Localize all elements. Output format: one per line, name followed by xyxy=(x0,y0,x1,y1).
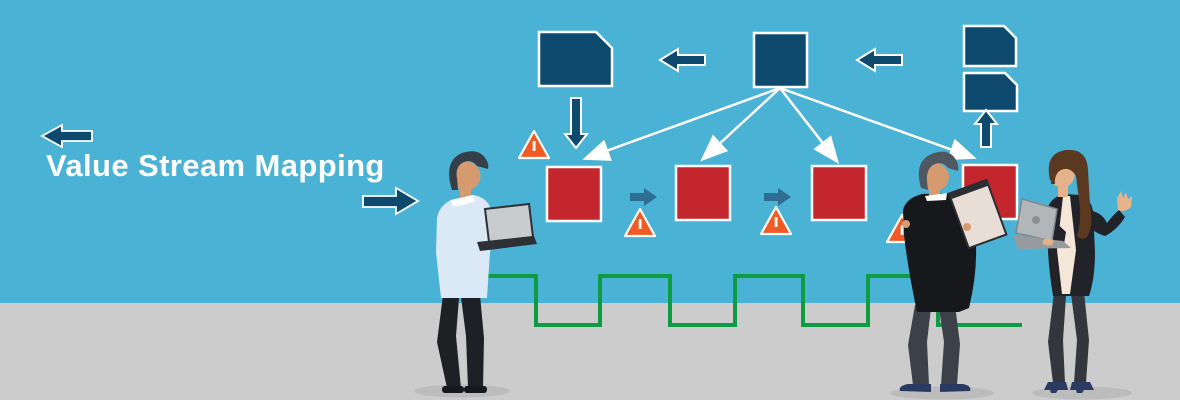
document-shape-icon xyxy=(537,30,614,88)
process-square-icon xyxy=(752,31,809,89)
document-shape-icon xyxy=(962,24,1018,68)
down-arrow-icon xyxy=(562,97,590,150)
man-holding-laptop xyxy=(436,151,537,393)
right-arrow-icon xyxy=(362,186,420,216)
warning-icon xyxy=(759,205,793,236)
warning-icon xyxy=(517,129,551,160)
left-arrow-icon xyxy=(855,47,903,73)
left-arrow-icon xyxy=(40,123,93,149)
connector-line xyxy=(700,87,781,162)
timeline-square-wave xyxy=(483,274,1022,327)
man-holding-clipboard xyxy=(899,151,1008,392)
laptop-icon xyxy=(483,202,535,244)
left-arrow-icon xyxy=(658,47,706,73)
gesturing-hand xyxy=(1117,191,1132,211)
up-arrow-icon xyxy=(972,108,1000,148)
flow-arrow-icon xyxy=(764,188,791,206)
woman-holding-laptop xyxy=(1013,149,1132,393)
connector-line xyxy=(779,87,840,164)
warning-icon xyxy=(623,207,657,238)
page-title: Value Stream Mapping xyxy=(46,148,385,183)
connector-line xyxy=(779,86,977,160)
document-shape-icon xyxy=(962,71,1019,113)
clipboard-icon xyxy=(947,178,1008,250)
process-box xyxy=(674,164,732,222)
flow-arrow-icon xyxy=(630,188,657,206)
process-box xyxy=(545,165,603,223)
connector-line xyxy=(582,86,781,161)
process-box xyxy=(810,164,868,222)
floor xyxy=(0,303,1180,400)
